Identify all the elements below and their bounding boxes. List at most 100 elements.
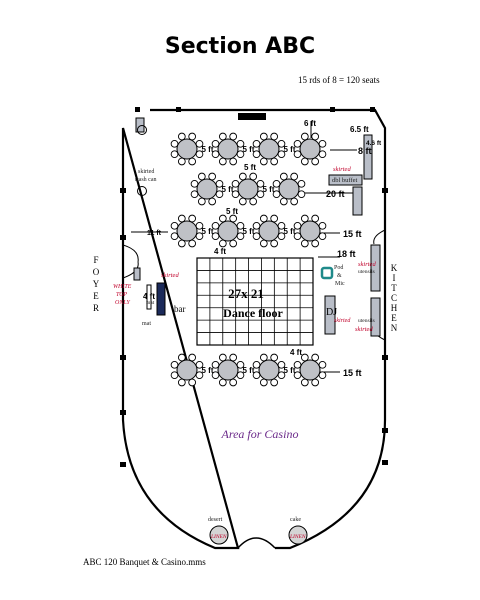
round-table-2 xyxy=(211,132,245,166)
round-table-13 xyxy=(211,353,245,387)
utensils-label-bottom: utensils xyxy=(358,318,375,324)
vertical-letter: C xyxy=(391,293,397,303)
dim-5ft-between-tables: 5 ft xyxy=(263,185,275,194)
white-top-label-3: ONLY xyxy=(115,300,131,306)
dim-5ft-between-tables: 5 ft xyxy=(243,227,255,236)
foyer-door xyxy=(122,244,139,263)
vertical-letter: E xyxy=(93,291,99,301)
table-top xyxy=(176,359,198,381)
table-top xyxy=(258,359,280,381)
table-top xyxy=(278,178,300,200)
bar-side xyxy=(146,284,152,310)
round-table-5 xyxy=(190,172,224,206)
bar-counter xyxy=(156,282,166,316)
round-table-6 xyxy=(231,172,265,206)
dessert-label: desert xyxy=(208,517,223,523)
entry-table xyxy=(135,117,145,133)
dance-floor xyxy=(196,257,314,346)
buffet-side-table xyxy=(352,186,363,216)
table-top xyxy=(237,178,259,200)
room-outline xyxy=(121,108,387,550)
round-table-10 xyxy=(252,214,286,248)
dim-5ft-between-tables: 5 ft xyxy=(243,145,255,154)
round-table-3 xyxy=(252,132,286,166)
vertical-letter: Y xyxy=(93,279,100,289)
dim-6ft: 6 ft xyxy=(304,119,316,128)
skirted-kitchen-top: skirted xyxy=(358,261,376,268)
dim-6-5ft: 6.5 ft xyxy=(350,125,369,134)
foyer-table xyxy=(133,267,141,281)
dim-20ft: 20 ft xyxy=(326,189,345,199)
kitchen-door xyxy=(373,229,386,245)
vertical-letter: O xyxy=(93,267,100,277)
dbl-buffet-label: dbl buffet xyxy=(332,177,358,184)
table-top xyxy=(176,220,198,242)
cake-label: cake xyxy=(290,517,301,523)
table-top xyxy=(299,220,321,242)
kitchen-station-bottom xyxy=(370,297,381,337)
bar-label: bar xyxy=(174,304,186,314)
vertical-letter: N xyxy=(391,323,398,333)
dessert-linen-label: LINEN xyxy=(210,534,227,540)
trash-can-1 xyxy=(137,125,147,135)
trash-can-label-2: trash can xyxy=(135,177,157,183)
dim-5ft-between-tables: 5 ft xyxy=(222,185,234,194)
buffet-wall-table xyxy=(363,134,373,180)
dim-5ft-between-tables: 5 ft xyxy=(202,366,214,375)
dj-label: DJ xyxy=(326,307,337,318)
dim-4-6ft: 4.6 ft xyxy=(366,140,382,147)
utensils-label-top: utensils xyxy=(358,269,375,275)
round-table-8 xyxy=(170,214,204,248)
mat-label-floor: mat xyxy=(142,321,151,327)
window-top xyxy=(238,113,266,120)
skirted-kitchen-bottom: skirted xyxy=(355,326,373,333)
dim-18ft: 18 ft xyxy=(337,249,356,259)
vertical-letter: H xyxy=(391,303,398,313)
dance-floor-label: Dance floor xyxy=(223,306,283,320)
dim-5ft-row1: 5 ft xyxy=(244,163,256,172)
dim-5ft-between-tables: 5 ft xyxy=(284,145,296,154)
dim-4ft-row3: 4 ft xyxy=(214,247,226,256)
casino-area-label: Area for Casino xyxy=(221,427,299,441)
round-table-15 xyxy=(293,353,327,387)
table-layout: 5 ft 5 ft 5 ft 5 ft 5 ft 5 ft 5 ft 5 ft 5 ft 5 ft… xyxy=(170,132,327,387)
pod-label: Pod xyxy=(334,265,343,271)
entry-arch xyxy=(237,537,276,549)
dim-8ft: 8 ft xyxy=(358,146,372,156)
dim-5ft-between-tables: 5 ft xyxy=(202,145,214,154)
dim-5ft-between-tables: 5 ft xyxy=(284,366,296,375)
podium xyxy=(320,266,334,280)
white-top-label-1: WHITE xyxy=(113,284,132,290)
skirted-dj: skirted xyxy=(334,318,351,324)
trash-can-label-1: skirted xyxy=(138,169,154,175)
dance-floor-outline xyxy=(196,257,314,346)
vertical-letter: K xyxy=(391,263,398,273)
dessert-linen-table xyxy=(209,525,229,545)
table-top xyxy=(196,178,218,200)
white-top-label-2: TOP xyxy=(116,292,128,298)
round-table-4 xyxy=(293,132,327,166)
seating-summary: 15 rds of 8 = 120 seats xyxy=(298,75,380,85)
skirted-bar: skirted xyxy=(161,272,179,279)
table-top xyxy=(258,138,280,160)
trash-can-2 xyxy=(137,186,147,196)
table-top xyxy=(258,220,280,242)
mic-label: Mic xyxy=(335,281,345,287)
round-table-11 xyxy=(293,214,327,248)
table-top xyxy=(217,220,239,242)
dj-table xyxy=(324,295,336,335)
cake-linen-label: LINEN xyxy=(289,534,306,540)
dim-15ft-row4: 15 ft xyxy=(343,368,362,378)
page-title: Section ABC xyxy=(164,34,316,59)
vertical-letter: T xyxy=(391,283,397,293)
kitchen-station-top xyxy=(370,244,381,292)
dim-5ft-between-tables: 5 ft xyxy=(243,366,255,375)
buffet-table-top xyxy=(328,174,363,186)
table-top xyxy=(176,138,198,160)
dim-5ft-between-tables: 5 ft xyxy=(202,227,214,236)
round-table-9 xyxy=(211,214,245,248)
table-top xyxy=(299,138,321,160)
